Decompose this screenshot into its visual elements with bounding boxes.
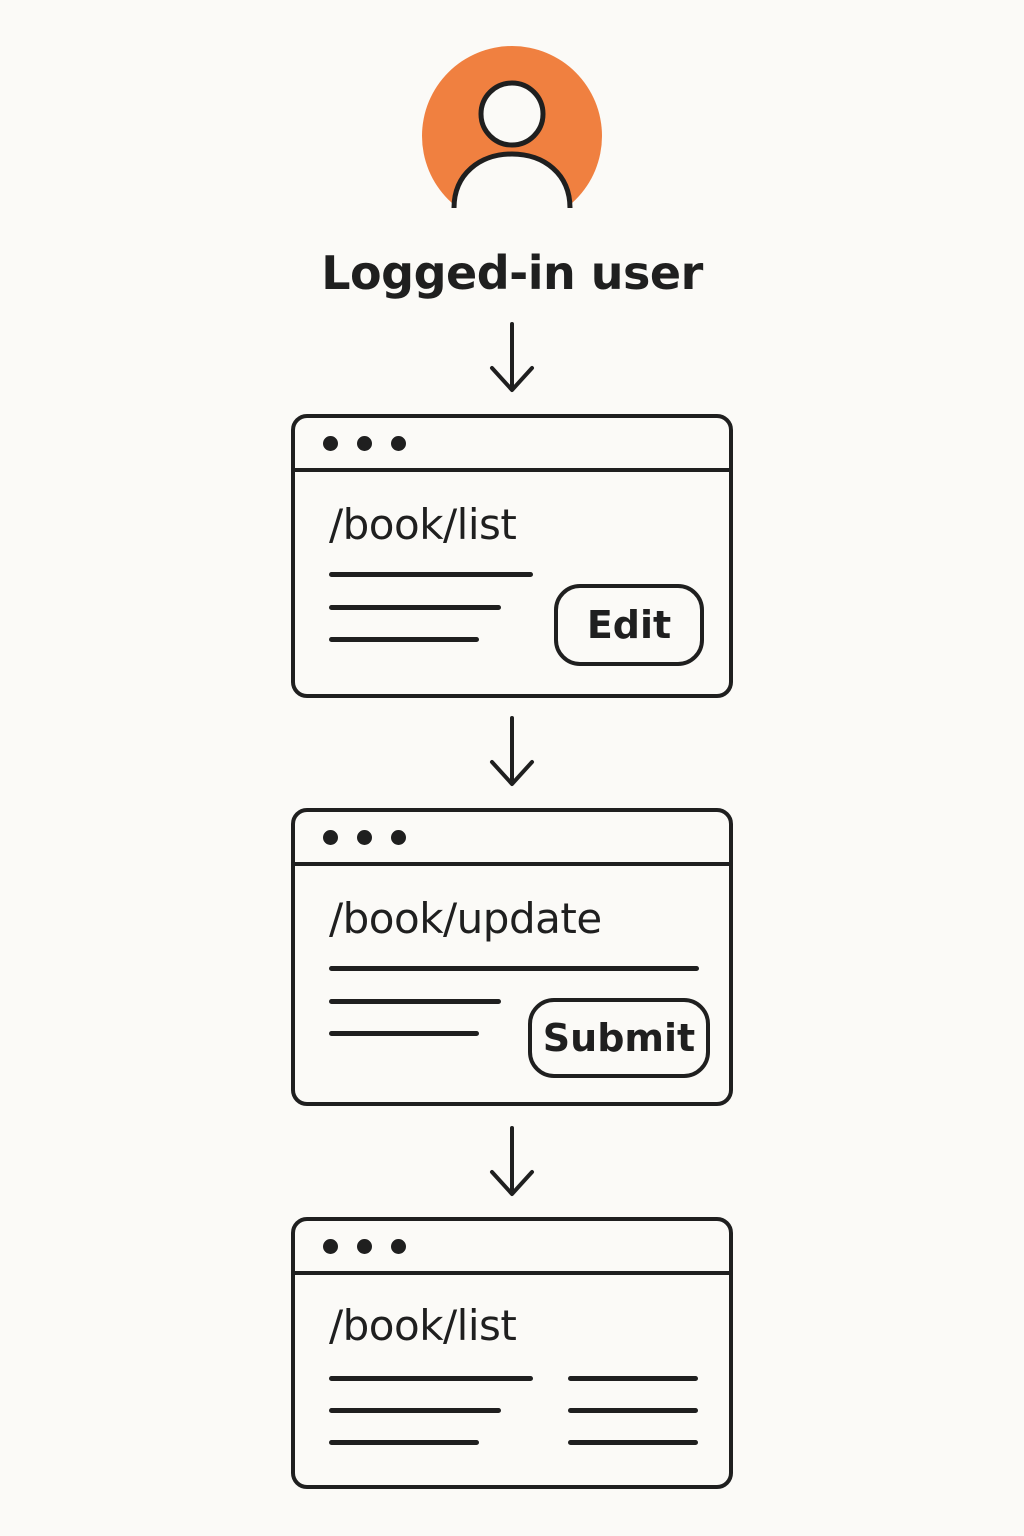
window-titlebar <box>295 812 729 866</box>
arrow-down-icon <box>488 322 536 394</box>
edit-button[interactable]: Edit <box>554 584 704 666</box>
text-placeholder-line <box>329 1376 533 1381</box>
window-dot-icon <box>391 1238 406 1254</box>
route-label: /book/list <box>329 1301 517 1350</box>
user-avatar-icon <box>422 46 602 208</box>
window-dot-icon <box>323 829 338 845</box>
window-dot-icon <box>357 1238 372 1254</box>
text-placeholder-line <box>329 605 501 610</box>
route-label: /book/update <box>329 894 602 943</box>
window-dot-icon <box>323 1238 338 1254</box>
arrow-down-icon <box>488 1126 536 1198</box>
text-placeholder-line <box>329 637 479 642</box>
window-dot-icon <box>323 435 338 451</box>
browser-window-book-update: /book/update Submit <box>291 808 733 1106</box>
user-label: Logged-in user <box>321 246 703 300</box>
window-titlebar <box>295 1221 729 1275</box>
window-dot-icon <box>391 435 406 451</box>
text-placeholder-line <box>329 1031 479 1036</box>
window-dot-icon <box>357 829 372 845</box>
browser-window-book-list-result: /book/list <box>291 1217 733 1489</box>
text-placeholder-line <box>568 1408 698 1413</box>
window-dot-icon <box>391 829 406 845</box>
window-titlebar <box>295 418 729 472</box>
route-label: /book/list <box>329 500 517 549</box>
arrow-down-icon <box>488 716 536 788</box>
text-placeholder-line <box>329 1440 479 1445</box>
text-placeholder-line <box>568 1440 698 1445</box>
text-placeholder-line <box>568 1376 698 1381</box>
browser-window-book-list: /book/list Edit <box>291 414 733 698</box>
text-placeholder-line <box>329 572 533 577</box>
text-placeholder-line <box>329 999 501 1004</box>
submit-button[interactable]: Submit <box>528 998 710 1078</box>
window-dot-icon <box>357 435 372 451</box>
text-placeholder-line <box>329 966 699 971</box>
text-placeholder-line <box>329 1408 501 1413</box>
